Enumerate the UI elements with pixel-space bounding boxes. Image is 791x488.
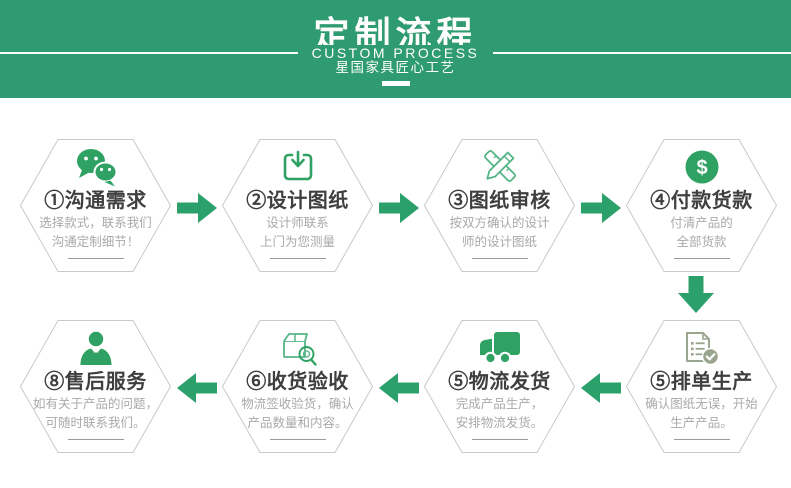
header-underline-bar [381, 81, 410, 86]
step-card-8: ⑧售后服务 如有关于产品的问题， 可随时联系我们。 [20, 320, 171, 453]
hexagon-outline [20, 320, 171, 453]
step-desc-line1: 如有关于产品的问题， [32, 397, 158, 411]
step-card-1: ①沟通需求 选择款式，联系我们 沟通定制细节！ [20, 139, 171, 272]
step-underline [471, 439, 528, 440]
step-title: ③图纸审核 [448, 190, 551, 212]
svg-text:$: $ [696, 157, 707, 179]
arrow-left-1 [581, 373, 621, 403]
step-desc-line1: 物流签收验货，确认 [241, 397, 354, 411]
arrow-right-3 [581, 193, 621, 223]
hexagon-outline [20, 139, 171, 272]
person-icon [78, 327, 114, 369]
header-banner: 定制流程 CUSTOM PROCESS 星国家具匠心工艺 [0, 0, 791, 98]
box-search-icon [278, 327, 318, 369]
step-desc-line1: 确认图纸无误，开始 [645, 397, 758, 411]
hexagon-outline [424, 139, 575, 272]
step-desc-line2: 沟通定制细节！ [51, 235, 140, 249]
checklist-icon [683, 327, 720, 369]
arrow-left-2 [379, 373, 419, 403]
step-card-2: ②设计图纸 设计师联系 上门为您测量 [222, 139, 373, 272]
step-card-3: ③图纸审核 按双方确认的设计 师的设计图纸 [424, 139, 575, 272]
step-underline [673, 258, 730, 259]
step-underline [269, 258, 326, 259]
page-subtitle-cn: 星国家具匠心工艺 [335, 60, 456, 75]
page-subtitle-en: CUSTOM PROCESS [0, 44, 791, 62]
hexagon-outline [626, 139, 777, 272]
step-title: ④付款货款 [650, 190, 753, 212]
step-desc-line2: 师的设计图纸 [461, 235, 537, 249]
step-underline [471, 258, 528, 259]
step-underline [269, 439, 326, 440]
step-underline [67, 258, 124, 259]
step-title: ②设计图纸 [246, 190, 349, 212]
step-desc-line2: 全部货款 [676, 235, 727, 249]
step-desc-line2: 可随时联系我们。 [45, 416, 146, 430]
step-desc-line2: 产品数量和内容。 [247, 416, 348, 430]
wechat-icon [73, 146, 119, 188]
arrow-left-3 [177, 373, 217, 403]
step-title: ⑤物流发货 [448, 371, 551, 393]
download-icon [281, 146, 315, 188]
pencil-ruler-icon [479, 146, 521, 188]
step-title: ①沟通需求 [44, 190, 147, 212]
step-desc-line1: 设计师联系 [266, 216, 329, 230]
step-card-5: ⑤排单生产 确认图纸无误，开始 生产产品。 [626, 320, 777, 453]
step-desc-line2: 上门为您测量 [259, 235, 335, 249]
step-underline [67, 439, 124, 440]
step-title: ⑥收货验收 [246, 371, 349, 393]
arrow-down [678, 276, 714, 313]
hexagon-outline [424, 320, 575, 453]
step-card-6: ⑤物流发货 完成产品生产， 安排物流发货。 [424, 320, 575, 453]
step-card-4: $ ④付款货款 付清产品的 全部货款 [626, 139, 777, 272]
hexagon-outline [222, 139, 373, 272]
step-title: ⑤排单生产 [650, 371, 753, 393]
step-title: ⑧售后服务 [44, 371, 147, 393]
step-desc-line1: 完成产品生产， [455, 397, 544, 411]
hexagon-outline [626, 320, 777, 453]
arrow-right-1 [177, 193, 217, 223]
arrow-right-2 [379, 193, 419, 223]
hexagon-outline [222, 320, 373, 453]
step-desc-line1: 付清产品的 [670, 216, 733, 230]
dollar-icon: $ [684, 146, 720, 188]
step-underline [673, 439, 730, 440]
step-card-7: ⑥收货验收 物流签收验货，确认 产品数量和内容。 [222, 320, 373, 453]
step-desc-line2: 安排物流发货。 [455, 416, 544, 430]
step-desc-line1: 按双方确认的设计 [449, 216, 550, 230]
truck-icon [477, 327, 523, 369]
step-desc-line1: 选择款式，联系我们 [39, 216, 152, 230]
step-desc-line2: 生产产品。 [670, 416, 733, 430]
